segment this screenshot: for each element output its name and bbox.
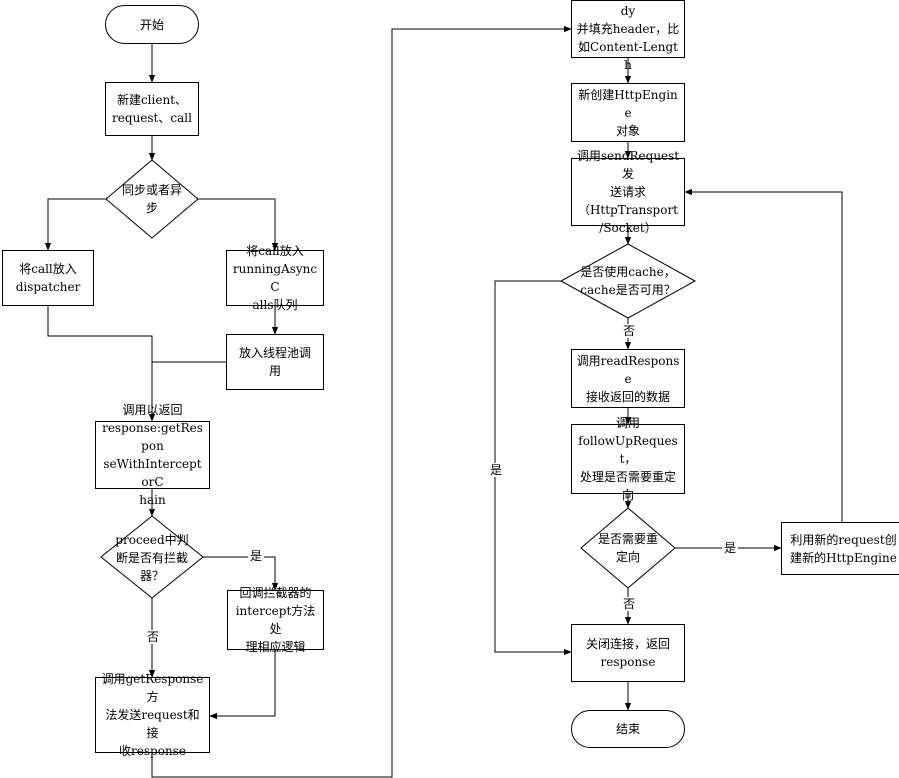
call-return-box: 调用以返回 response:getRespon seWithIntercept… — [95, 403, 210, 507]
edge-cache-yes — [494, 280, 572, 656]
edge-proceed-yes — [203, 556, 279, 591]
proceed-no-label: 否 — [145, 630, 162, 644]
cache-check-label: 是否使用cache， cache是否可用？ — [580, 265, 676, 297]
sync-async-label: 同步或者异 步 — [121, 183, 182, 215]
start-node: 开始 — [105, 5, 199, 44]
create-client-box: 新建client、 request、call — [105, 82, 199, 136]
edge-new-engine-loop — [684, 188, 843, 522]
put-dispatcher-box: 将call放入 dispatcher — [2, 250, 94, 306]
read-response-box: 调用readResponse 接收返回的数据 — [571, 349, 685, 408]
edge-dispatcher-to-call — [47, 306, 156, 422]
edge-sync-to-dispatcher — [44, 198, 106, 251]
cache-yes-label: 是 — [488, 463, 505, 477]
call-getresponse-box: 调用getResponse方 法发送request和接 收response — [95, 672, 210, 758]
new-engine-box: 新创建HttpEngine 对象 — [571, 83, 685, 142]
edge-intercept-to-getresponse — [209, 650, 276, 720]
close-connection-box: 关闭连接，返回 response — [571, 624, 685, 682]
edge-sync-to-running — [198, 198, 279, 251]
redirect-check-label: 是否需要重 定向 — [597, 532, 658, 564]
create-new-engine-box: 利用新的request创 建新的HttpEngine — [781, 522, 899, 575]
proceed-check-label: proceed中判 断是否有拦截 器？ — [115, 533, 189, 583]
proceed-yes-label: 是 — [248, 549, 265, 563]
put-running-box: 将call放入 runningAsyncC alls队列 — [226, 244, 324, 312]
send-request-box: 调用sendRequest发 送请求 （HttpTransport /Socke… — [571, 149, 685, 235]
follow-up-box: 调用 followUpRequest， 处理是否需要重定 向 — [571, 416, 685, 502]
redirect-yes-label: 是 — [722, 541, 739, 555]
fill-header-box: 获取request的body 并填充header，比 如Content-Leng… — [571, 0, 685, 72]
end-node: 结束 — [571, 710, 685, 748]
redirect-no-label: 否 — [621, 597, 638, 611]
callback-intercept-box: 回调拦截器的 intercept方法处 理相应逻辑 — [227, 586, 324, 654]
cache-no-label: 否 — [621, 324, 638, 338]
thread-pool-box: 放入线程池调 用 — [226, 334, 324, 390]
edge-getresponse-to-header — [151, 25, 572, 778]
sync-async-diamond — [105, 159, 199, 239]
